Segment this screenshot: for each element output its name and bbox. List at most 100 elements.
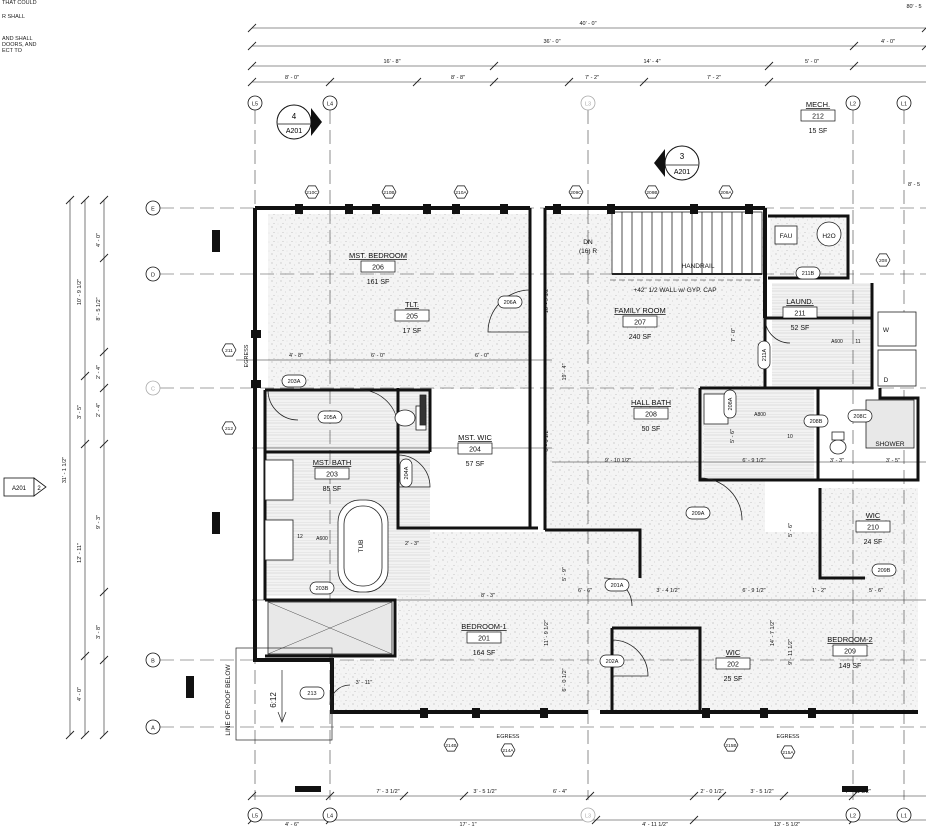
cabinet-12: 12 — [297, 534, 303, 540]
door-tag-208a[interactable]: 208A — [723, 389, 737, 419]
shower-label: SHOWER — [875, 441, 905, 448]
window-tag-215a[interactable]: 215A — [780, 745, 796, 759]
interior-dim: 6' - 9 1/2" — [742, 588, 765, 594]
dim-left-inner: 3' - 8" — [96, 625, 102, 639]
grid-bubble-label: A — [151, 726, 155, 732]
interior-dim: 11' - 9 1/2" — [544, 620, 550, 646]
door-tag-label: 205A — [324, 415, 337, 421]
hall-shower — [865, 399, 915, 449]
dim-top-row4: 7' - 2" — [707, 75, 721, 81]
room-name: BEDROOM-2 — [827, 635, 872, 644]
window-tag-210b[interactable]: 210B — [381, 185, 397, 199]
interior-dim: 6' - 0" — [475, 353, 489, 359]
door-tag-label: 204A — [404, 466, 410, 479]
window-tag-214a[interactable]: 214A — [500, 743, 516, 757]
door-tag-211b[interactable]: 211B — [795, 266, 821, 280]
window-tag-label: 210A — [455, 190, 467, 196]
grid-bubble-bottom-l4[interactable]: L4 — [322, 807, 338, 823]
grid-bubble-label: L1 — [901, 814, 907, 820]
grid-bubble-top-l4[interactable]: L4 — [322, 95, 338, 111]
room-name: MST. BATH — [313, 458, 352, 467]
grid-bubble-left-b[interactable]: B — [145, 652, 161, 668]
cabinet-11: 11 — [855, 339, 860, 345]
interior-dim: 8' - 3" — [481, 593, 495, 599]
grid-bubble-top-l3[interactable]: L3 — [580, 95, 596, 111]
dim-top-row3: 5' - 0" — [805, 59, 819, 65]
door-tag-201a[interactable]: 201A — [604, 578, 630, 592]
toilet-tlt — [394, 409, 416, 427]
section-marker-3-num: 3 — [680, 152, 685, 161]
interior-dim: 8' - 6 1/2" — [544, 428, 550, 451]
window-tag-215b[interactable]: 215B — [723, 738, 739, 752]
door-tag-203a[interactable]: 203A — [281, 374, 307, 388]
grid-bubble-left-e[interactable]: E — [145, 200, 161, 216]
door-tag-213[interactable]: 213 — [299, 686, 325, 700]
cabinet-a600-2: A600 — [831, 339, 843, 345]
cabinet-a600-1: A600 — [316, 536, 328, 542]
dim-left-inner: 4' - 0" — [96, 233, 102, 247]
door-tag-203b[interactable]: 203B — [309, 581, 335, 595]
grid-bubble-bottom-l5[interactable]: L5 — [247, 807, 263, 823]
room-number: 211 — [794, 311, 805, 318]
grid-bubble-label: L3 — [585, 102, 591, 108]
grid-bubble-left-c[interactable]: C — [145, 380, 161, 396]
grid-bubble-bottom-l2[interactable]: L2 — [845, 807, 861, 823]
section-marker-3[interactable]: 3 A201 — [654, 145, 700, 181]
section-marker-4[interactable]: 4 A201 — [276, 104, 322, 140]
grid-bubble-bottom-l1[interactable]: L1 — [896, 807, 912, 823]
window-tag-209a[interactable]: 209A — [718, 185, 734, 199]
grid-bubble-bottom-l3[interactable]: L3 — [580, 807, 596, 823]
interior-dim: 5' - 9" — [562, 567, 568, 581]
window-tag-212[interactable]: 212 — [221, 421, 237, 435]
dim-bottom-row1: 2' - 0 1/2" — [700, 789, 723, 795]
door-tag-211a[interactable]: 211A — [757, 340, 771, 370]
door-tag-label: 202A — [606, 659, 619, 665]
door-tag-209a[interactable]: 209A — [685, 506, 711, 520]
grid-bubble-top-l5[interactable]: L5 — [247, 95, 263, 111]
grid-bubble-top-l1[interactable]: L1 — [896, 95, 912, 111]
dim-left-mid: 4' - 0" — [77, 687, 83, 701]
door-tag-205a[interactable]: 205A — [317, 410, 343, 424]
door-tag-209b[interactable]: 209B — [871, 563, 897, 577]
stair — [610, 211, 764, 281]
windows — [186, 204, 868, 792]
grid-bubble-left-d[interactable]: D — [145, 266, 161, 282]
dim-top-row4: 7' - 2" — [585, 75, 599, 81]
grid-bubble-label: C — [151, 387, 155, 393]
grid-bubble-top-l2[interactable]: L2 — [845, 95, 861, 111]
door-tag-206a[interactable]: 206A — [497, 295, 523, 309]
room-number: 202 — [727, 662, 739, 669]
elevation-marker[interactable]: A201 2 — [3, 477, 47, 497]
dim-top-row3: 16' - 8" — [383, 59, 400, 65]
grid-bubble-left-a[interactable]: A — [145, 719, 161, 735]
room-number: 212 — [812, 114, 824, 121]
egress-south-2-label: EGRESS — [777, 734, 800, 740]
window-tag-label: 211 — [225, 348, 233, 354]
room-name: BEDROOM-1 — [461, 622, 506, 631]
room-area: 24 SF — [864, 539, 883, 546]
grid-bubble-label: L5 — [252, 814, 258, 820]
window-tag-211[interactable]: 211 — [221, 343, 237, 357]
door-tag-204a[interactable]: 204A — [399, 458, 413, 488]
dim-bottom-row1: 7' - 11 1/2" — [845, 789, 871, 795]
dim-bottom-row2: 4' - 11 1/2" — [642, 822, 668, 828]
door-tag-208b[interactable]: 208B — [803, 414, 829, 428]
window-tag-210a[interactable]: 210A — [453, 185, 469, 199]
door-tag-202a[interactable]: 202A — [599, 654, 625, 668]
door-tag-208c[interactable]: 208C — [847, 409, 873, 423]
window-tag-209c[interactable]: 209C — [568, 185, 584, 199]
window-tag-214b[interactable]: 214B — [443, 738, 459, 752]
dim-left-mid: 12' - 11" — [77, 543, 83, 563]
window-tag-210c[interactable]: 210C — [304, 185, 320, 199]
dim-top-row3: 14' - 4" — [643, 59, 660, 65]
window-tag-208[interactable]: 208 — [875, 253, 891, 267]
dimension-text: 40' - 0"80' - 536' - 0"4' - 0"16' - 8"14… — [62, 4, 922, 828]
washer-label: W — [883, 327, 890, 334]
window-tag-209b[interactable]: 209B — [644, 185, 660, 199]
